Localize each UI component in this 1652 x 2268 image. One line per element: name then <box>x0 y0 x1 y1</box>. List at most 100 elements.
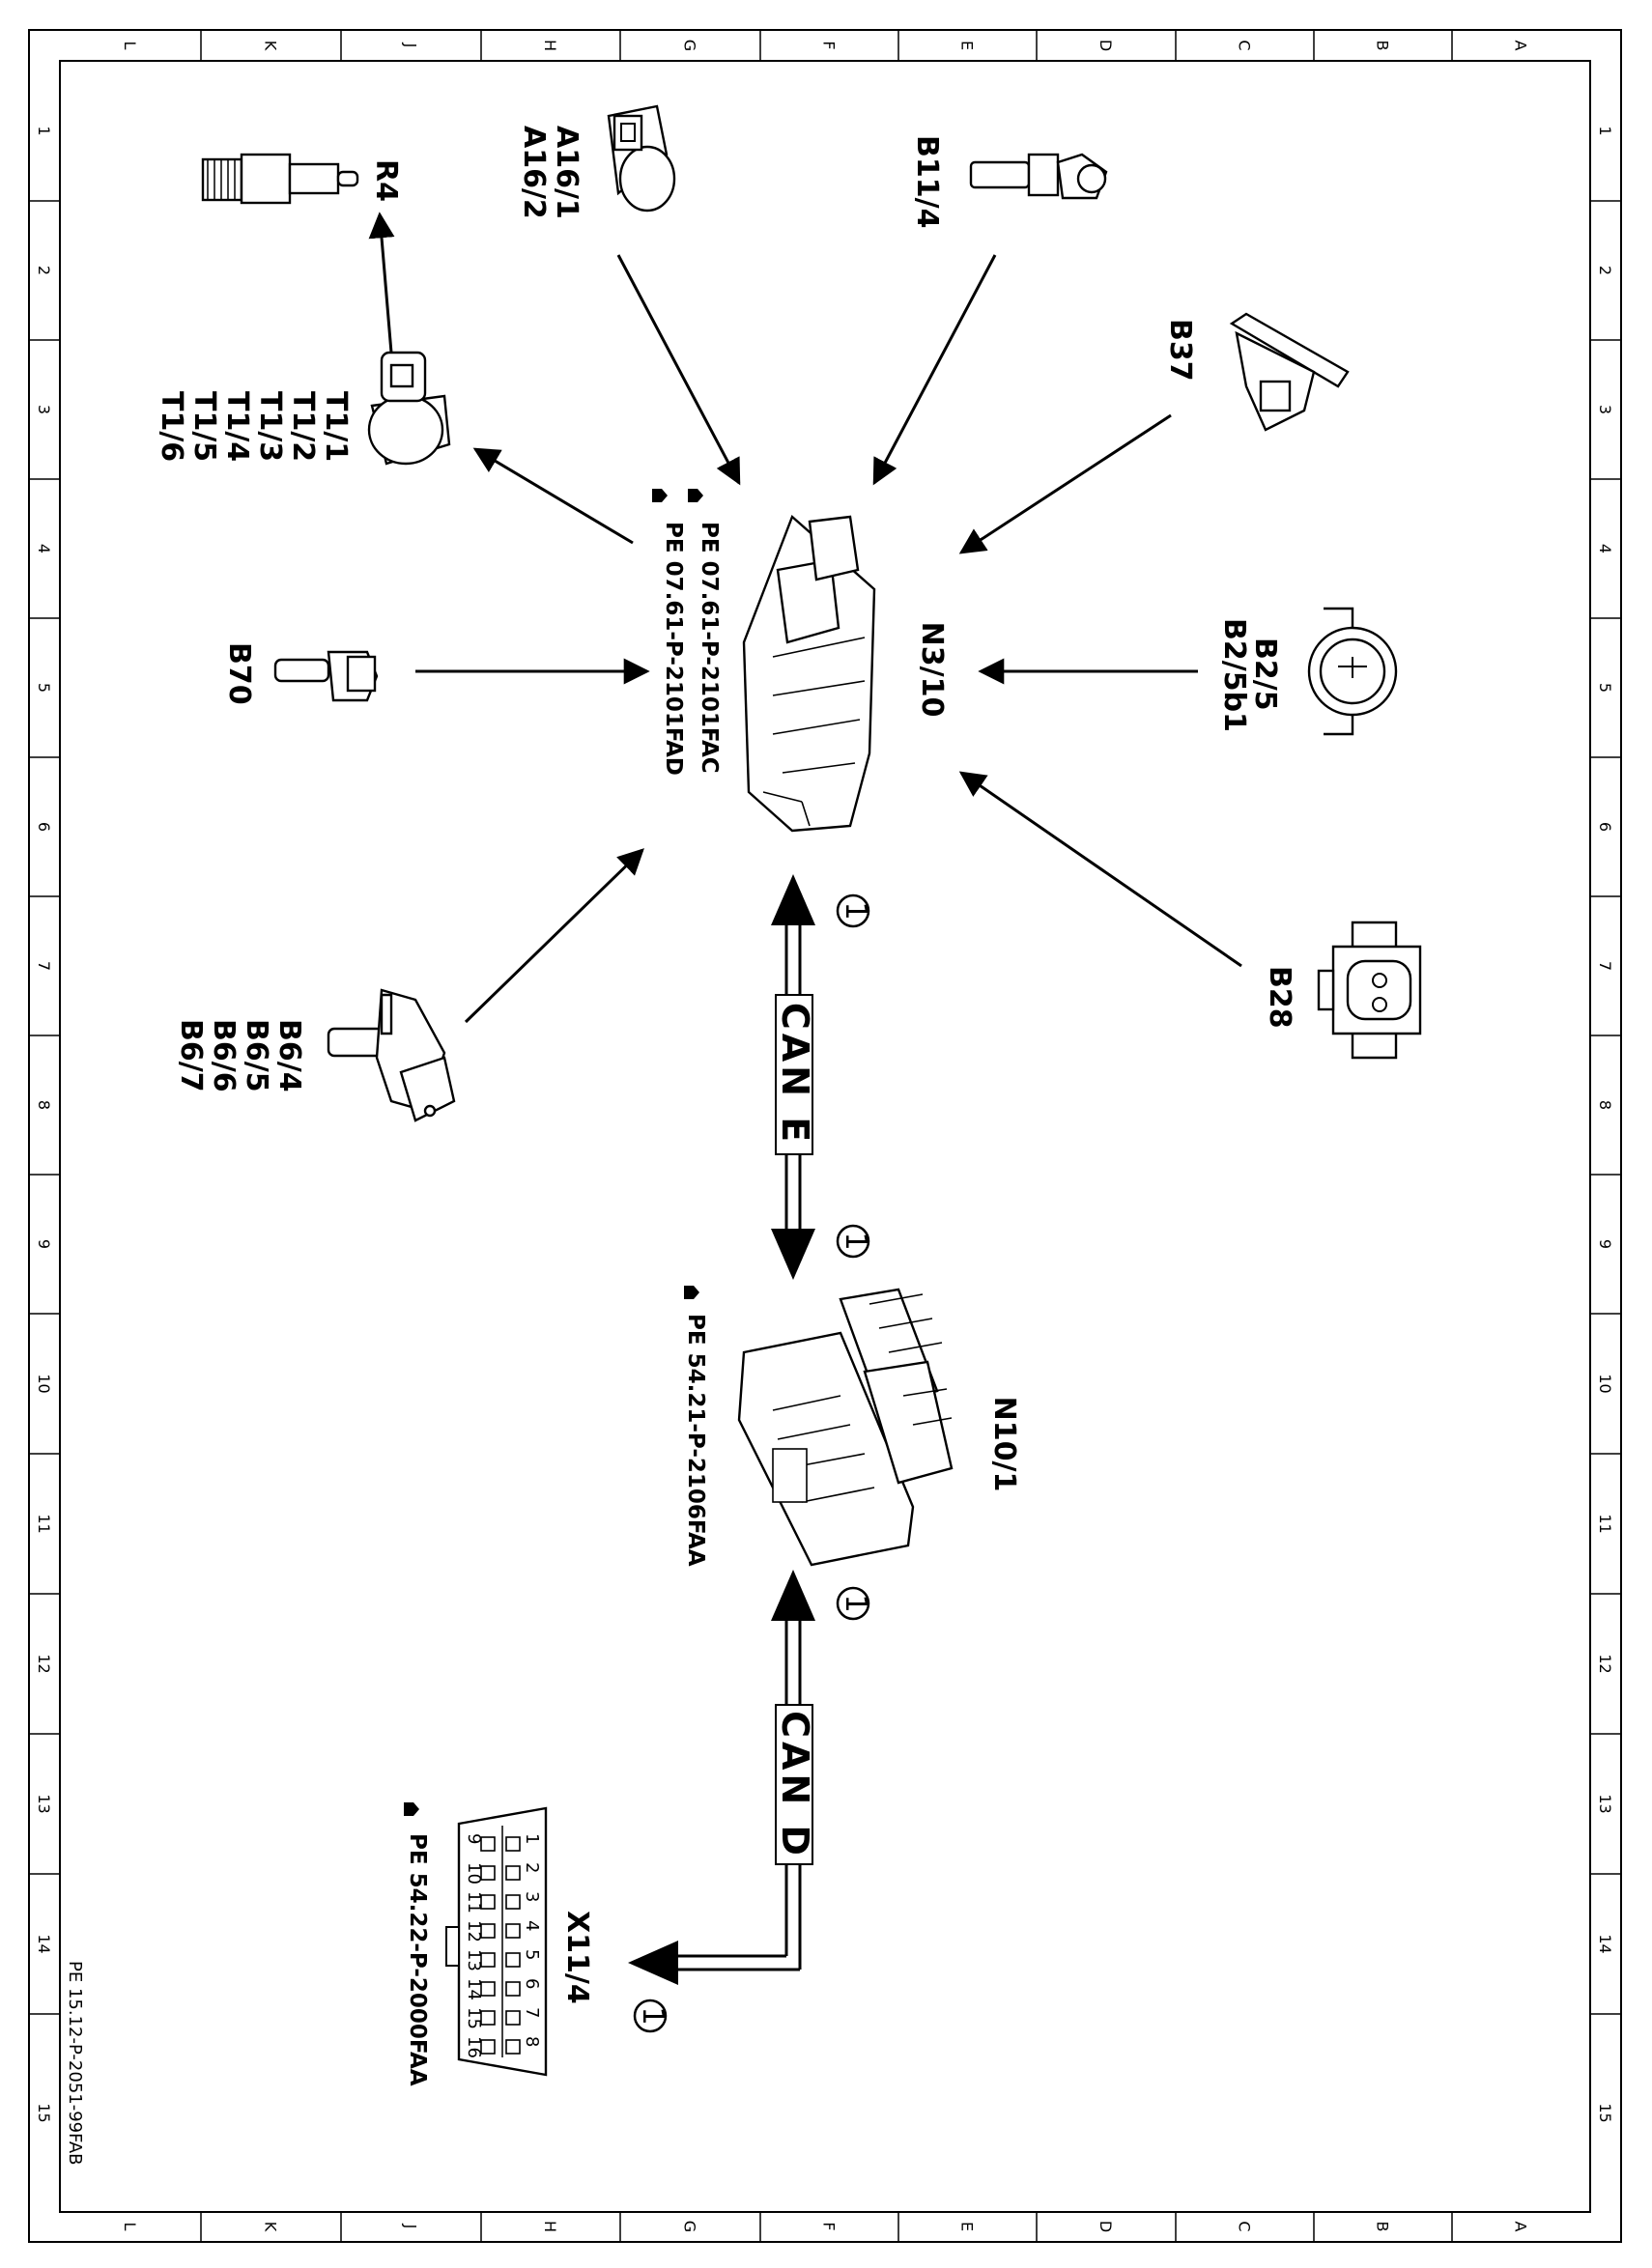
b28-pressure-sensor <box>1317 921 1422 1060</box>
t1-label-4: T1/4 <box>220 391 254 462</box>
grid-number-right: 9 <box>1596 1239 1614 1249</box>
can-e-label: CAN E <box>774 1003 816 1146</box>
x11-4-pin-socket <box>505 1923 521 1939</box>
x11-4-pin-socket <box>480 1836 496 1852</box>
grid-number-left: 1 <box>35 126 53 135</box>
x11-4-pin-number: 14 <box>464 1978 484 2000</box>
grid-number-left: 7 <box>35 961 53 971</box>
b37-pedal-sensor <box>1229 312 1350 432</box>
grid-number-right: 6 <box>1596 822 1614 832</box>
t1-label-5: T1/5 <box>187 391 221 462</box>
x11-4-pin-socket <box>505 1836 521 1852</box>
grid-letter-bottom: E <box>958 2222 977 2231</box>
grid-number-left: 9 <box>35 1239 53 1249</box>
svg-text:1: 1 <box>839 901 872 920</box>
b70-label: B70 <box>222 642 256 705</box>
grid-number-right: 14 <box>1596 1934 1614 1953</box>
can-d-label: CAN D <box>774 1711 816 1859</box>
signal-arrows <box>368 212 1242 1024</box>
grid-number-left: 8 <box>35 1100 53 1110</box>
t1-label-3: T1/3 <box>253 391 287 462</box>
x11-4-pin-socket <box>505 2010 521 2026</box>
arrow-n3-to-t1 <box>472 447 634 545</box>
t1-label-1: T1/1 <box>319 391 353 462</box>
grid-number-right: 5 <box>1596 683 1614 693</box>
n3-10-doc-ref-2: PE 07.61-P-2101FAD <box>661 522 686 776</box>
reference-markers: 1 1 1 1 <box>633 893 872 2033</box>
n10-1-doc-ref: PE 54.21-P-2106FAA <box>683 1314 708 1567</box>
b6-label-1: B6/4 <box>272 1019 306 1092</box>
x11-4-pin-number: 1 <box>522 1833 542 1844</box>
outer-frame <box>28 29 1622 2243</box>
a16-label-2: A16/2 <box>517 126 551 219</box>
grid-letter-bottom: K <box>262 2222 280 2232</box>
x11-4-pin-socket <box>480 2039 496 2055</box>
arrow-a16-to-n3 <box>616 254 741 486</box>
ref-circle-2: 1 <box>836 1224 872 1259</box>
grid-number-left: 3 <box>35 405 53 414</box>
arrow-b11-to-n3 <box>872 254 997 486</box>
grid-number-left: 12 <box>35 1654 53 1673</box>
b37-label: B37 <box>1163 319 1197 382</box>
can-d-label-box <box>775 1704 813 1865</box>
can-d-arrow-up <box>771 1570 815 1621</box>
x11-4-pin-number: 3 <box>522 1891 542 1902</box>
doc-ref-icon <box>652 489 703 502</box>
arrow-b37-to-n3 <box>958 413 1172 554</box>
can-e-bus: CAN E <box>771 874 816 1280</box>
grid-ticks <box>29 30 1621 2242</box>
t1-label-2: T1/2 <box>286 391 320 462</box>
n10-1-doc-refs: PE 54.21-P-2106FAA <box>683 1286 708 1567</box>
grid-number-right: 11 <box>1596 1514 1614 1533</box>
b2-label-1: B2/5 <box>1248 638 1282 711</box>
ref-circle-4: 1 <box>633 1999 669 2033</box>
b70-crank-sensor <box>273 650 379 702</box>
x11-4-pin-socket <box>505 1894 521 1910</box>
grid-number-left: 10 <box>35 1374 53 1393</box>
x11-4-pin-number: 2 <box>522 1862 542 1873</box>
svg-text:1: 1 <box>839 1232 872 1250</box>
t1-ignition-coil <box>367 351 451 466</box>
footer-doc-ref: PE 15.12-P-2051-99FAB <box>65 1961 85 2166</box>
r4-spark-plug <box>201 153 359 205</box>
n3-10-doc-ref-1: PE 07.61-P-2101FAC <box>697 522 722 774</box>
t1-label-6: T1/6 <box>155 391 188 462</box>
arrow-b6-to-n3 <box>464 848 644 1024</box>
n3-10-doc-refs: PE 07.61-P-2101FAC PE 07.61-P-2101FAD <box>652 489 722 776</box>
grid-letter-bottom: F <box>820 2222 839 2230</box>
grid-letter-top: E <box>958 41 977 50</box>
arrow-t1-to-r4 <box>368 212 395 354</box>
n3-10-label: N3/10 <box>915 622 949 718</box>
grid-letter-bottom: G <box>681 2221 699 2232</box>
x11-4-pin-number: 5 <box>522 1949 542 1960</box>
grid-number-right: 8 <box>1596 1100 1614 1110</box>
grid-number-right: 2 <box>1596 266 1614 275</box>
n3-10-control-unit <box>742 514 876 833</box>
grid-letter-top: A <box>1512 41 1530 51</box>
r4-label: R4 <box>369 159 403 202</box>
n10-1-module <box>737 1288 954 1567</box>
grid-letter-top: J <box>402 43 420 48</box>
b2-5-maf-sensor <box>1307 607 1398 736</box>
grid-number-left: 14 <box>35 1934 53 1953</box>
b6-camshaft-sensor <box>327 988 456 1122</box>
can-e-label-box <box>775 994 813 1155</box>
x11-4-pin-socket <box>505 1952 521 1968</box>
x11-4-pin-number: 12 <box>464 1920 484 1942</box>
grid-letter-bottom: D <box>1097 2221 1115 2232</box>
x11-4-pin-number: 13 <box>464 1949 484 1971</box>
b11-4-sensor <box>969 153 1108 200</box>
x11-4-pin-socket <box>480 1981 496 1997</box>
grid-number-right: 13 <box>1596 1794 1614 1813</box>
x11-4-pin-socket <box>505 1865 521 1881</box>
x11-4-pin-number: 16 <box>464 2036 484 2058</box>
a16-label-1: A16/1 <box>550 126 584 219</box>
grid-number-left: 11 <box>35 1514 53 1533</box>
x11-4-pin-number: 10 <box>464 1862 484 1885</box>
x11-4-pin-number: 15 <box>464 2007 484 2029</box>
grid-number-right: 3 <box>1596 405 1614 414</box>
ref-circle-3: 1 <box>836 1586 872 1621</box>
grid-number-left: 5 <box>35 683 53 693</box>
